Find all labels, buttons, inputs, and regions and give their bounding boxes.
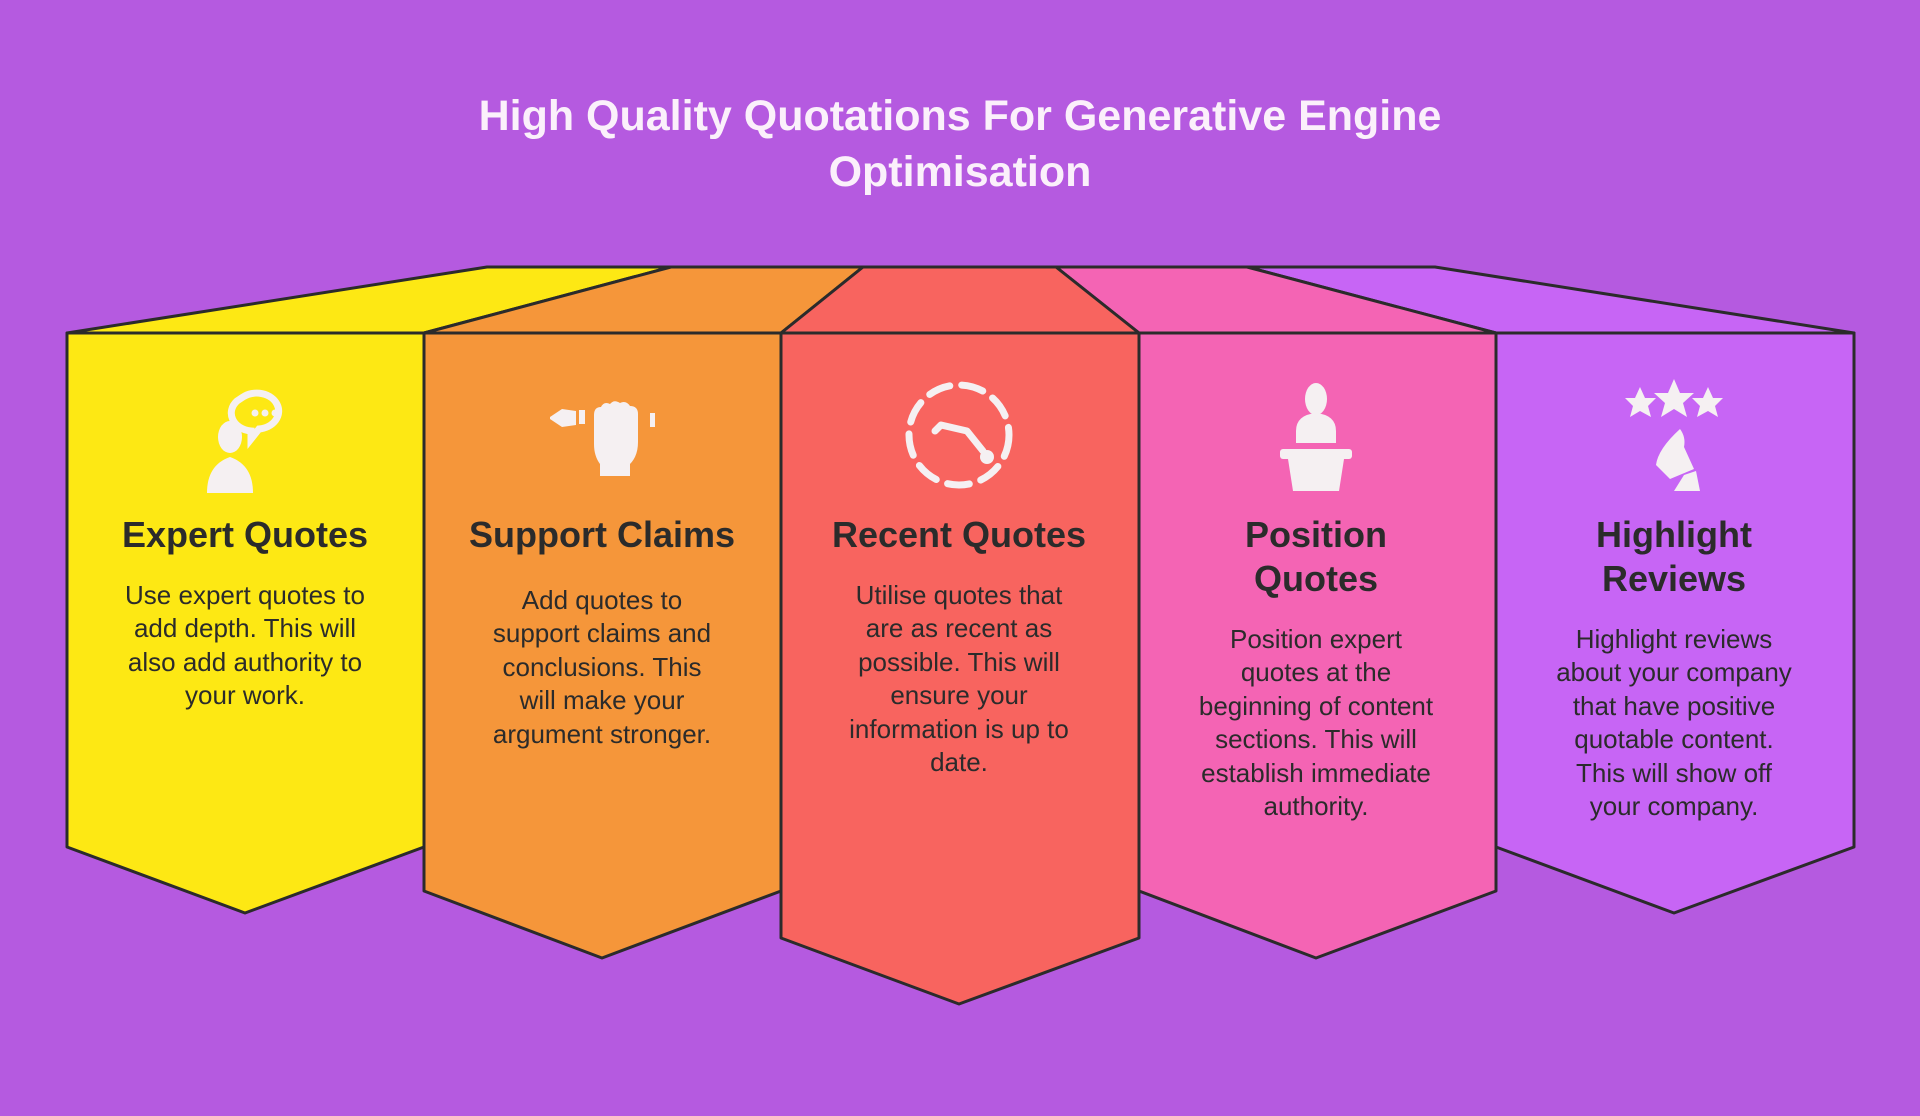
heading-line: Position xyxy=(1245,514,1387,555)
card-position-quotes xyxy=(1156,375,1476,495)
orange-banner xyxy=(422,331,783,960)
card-highlight-reviews-text: Highlight Reviews xyxy=(1514,513,1834,601)
body-line: Position expert xyxy=(1230,624,1402,654)
card-body: Position expert quotes at the beginning … xyxy=(1156,623,1476,823)
body-line: will make your xyxy=(519,685,685,716)
body-line: ensure your xyxy=(890,680,1028,711)
heading-line: Reviews xyxy=(1601,558,1747,599)
stars-thumbs-up-icon xyxy=(1625,379,1723,491)
card-heading: Expert Quotes xyxy=(85,513,405,557)
body-line: Utilise quotes that xyxy=(855,580,1063,610)
body-line: information is up to xyxy=(849,713,1069,744)
body-line: also add authority to xyxy=(127,646,363,677)
body-line: Add quotes to xyxy=(521,585,683,615)
card-body: Highlight reviews about your company tha… xyxy=(1514,623,1834,823)
page-title: High Quality Quotations For Generative E… xyxy=(360,88,1560,200)
card-heading: Support Claims xyxy=(442,513,762,557)
body-line: establish immediate xyxy=(1201,757,1431,788)
heading-line: Highlight xyxy=(1596,514,1752,555)
card-heading: Recent Quotes xyxy=(799,513,1119,557)
red-banner xyxy=(779,331,1141,1006)
hand-holding-pen-icon xyxy=(550,401,655,476)
card-support-claims-text: Support Claims xyxy=(442,513,762,557)
body-line: that have positive xyxy=(1572,690,1776,721)
heading-line: Recent Quotes xyxy=(831,514,1087,555)
body-line: argument stronger. xyxy=(492,718,712,749)
heading-line: Quotes xyxy=(1253,558,1378,599)
title-line-2: Optimisation xyxy=(828,148,1092,196)
body-line: beginning of content xyxy=(1198,690,1434,721)
card-position-quotes-text: Position Quotes xyxy=(1156,513,1476,601)
body-line: are as recent as xyxy=(865,613,1053,644)
heading-line: Support Claims xyxy=(468,514,736,555)
body-line: possible. This will xyxy=(858,646,1060,677)
body-line: quotable content. xyxy=(1574,724,1774,755)
title-line-1: High Quality Quotations For Generative E… xyxy=(478,92,1442,140)
body-line: quotes at the xyxy=(1240,657,1392,688)
clock-dashed-icon xyxy=(905,381,1013,489)
heading-line: Expert Quotes xyxy=(121,514,369,555)
card-recent-quotes-text: Recent Quotes xyxy=(799,513,1119,557)
card-recent-quotes xyxy=(799,375,1119,495)
body-line: add depth. This will xyxy=(133,613,357,644)
speaker-podium-icon xyxy=(1280,383,1352,491)
body-line: about your company xyxy=(1556,657,1792,688)
card-highlight-reviews xyxy=(1514,375,1834,495)
body-line: Highlight reviews xyxy=(1575,624,1773,654)
body-line: authority. xyxy=(1263,791,1369,822)
body-line: support claims and xyxy=(492,618,712,649)
yellow-banner xyxy=(65,331,426,915)
body-line: conclusions. This xyxy=(502,651,702,682)
expert-speech-bubble-icon xyxy=(207,389,283,493)
card-body: Add quotes to support claims and conclus… xyxy=(442,584,762,751)
card-body: Utilise quotes that are as recent as pos… xyxy=(799,579,1119,779)
body-line: sections. This will xyxy=(1215,724,1417,755)
body-line: Use expert quotes to xyxy=(125,580,365,610)
card-expert-quotes-text: Expert Quotes xyxy=(85,513,405,557)
body-line: This will show off xyxy=(1575,757,1773,788)
card-support-claims xyxy=(442,375,762,495)
card-heading: Position Quotes xyxy=(1156,513,1476,601)
card-heading: Highlight Reviews xyxy=(1514,513,1834,601)
card-expert-quotes xyxy=(85,375,405,495)
card-body: Use expert quotes to add depth. This wil… xyxy=(85,579,405,713)
body-line: your work. xyxy=(185,680,305,711)
body-line: your company. xyxy=(1589,791,1759,822)
body-line: date. xyxy=(930,747,988,778)
